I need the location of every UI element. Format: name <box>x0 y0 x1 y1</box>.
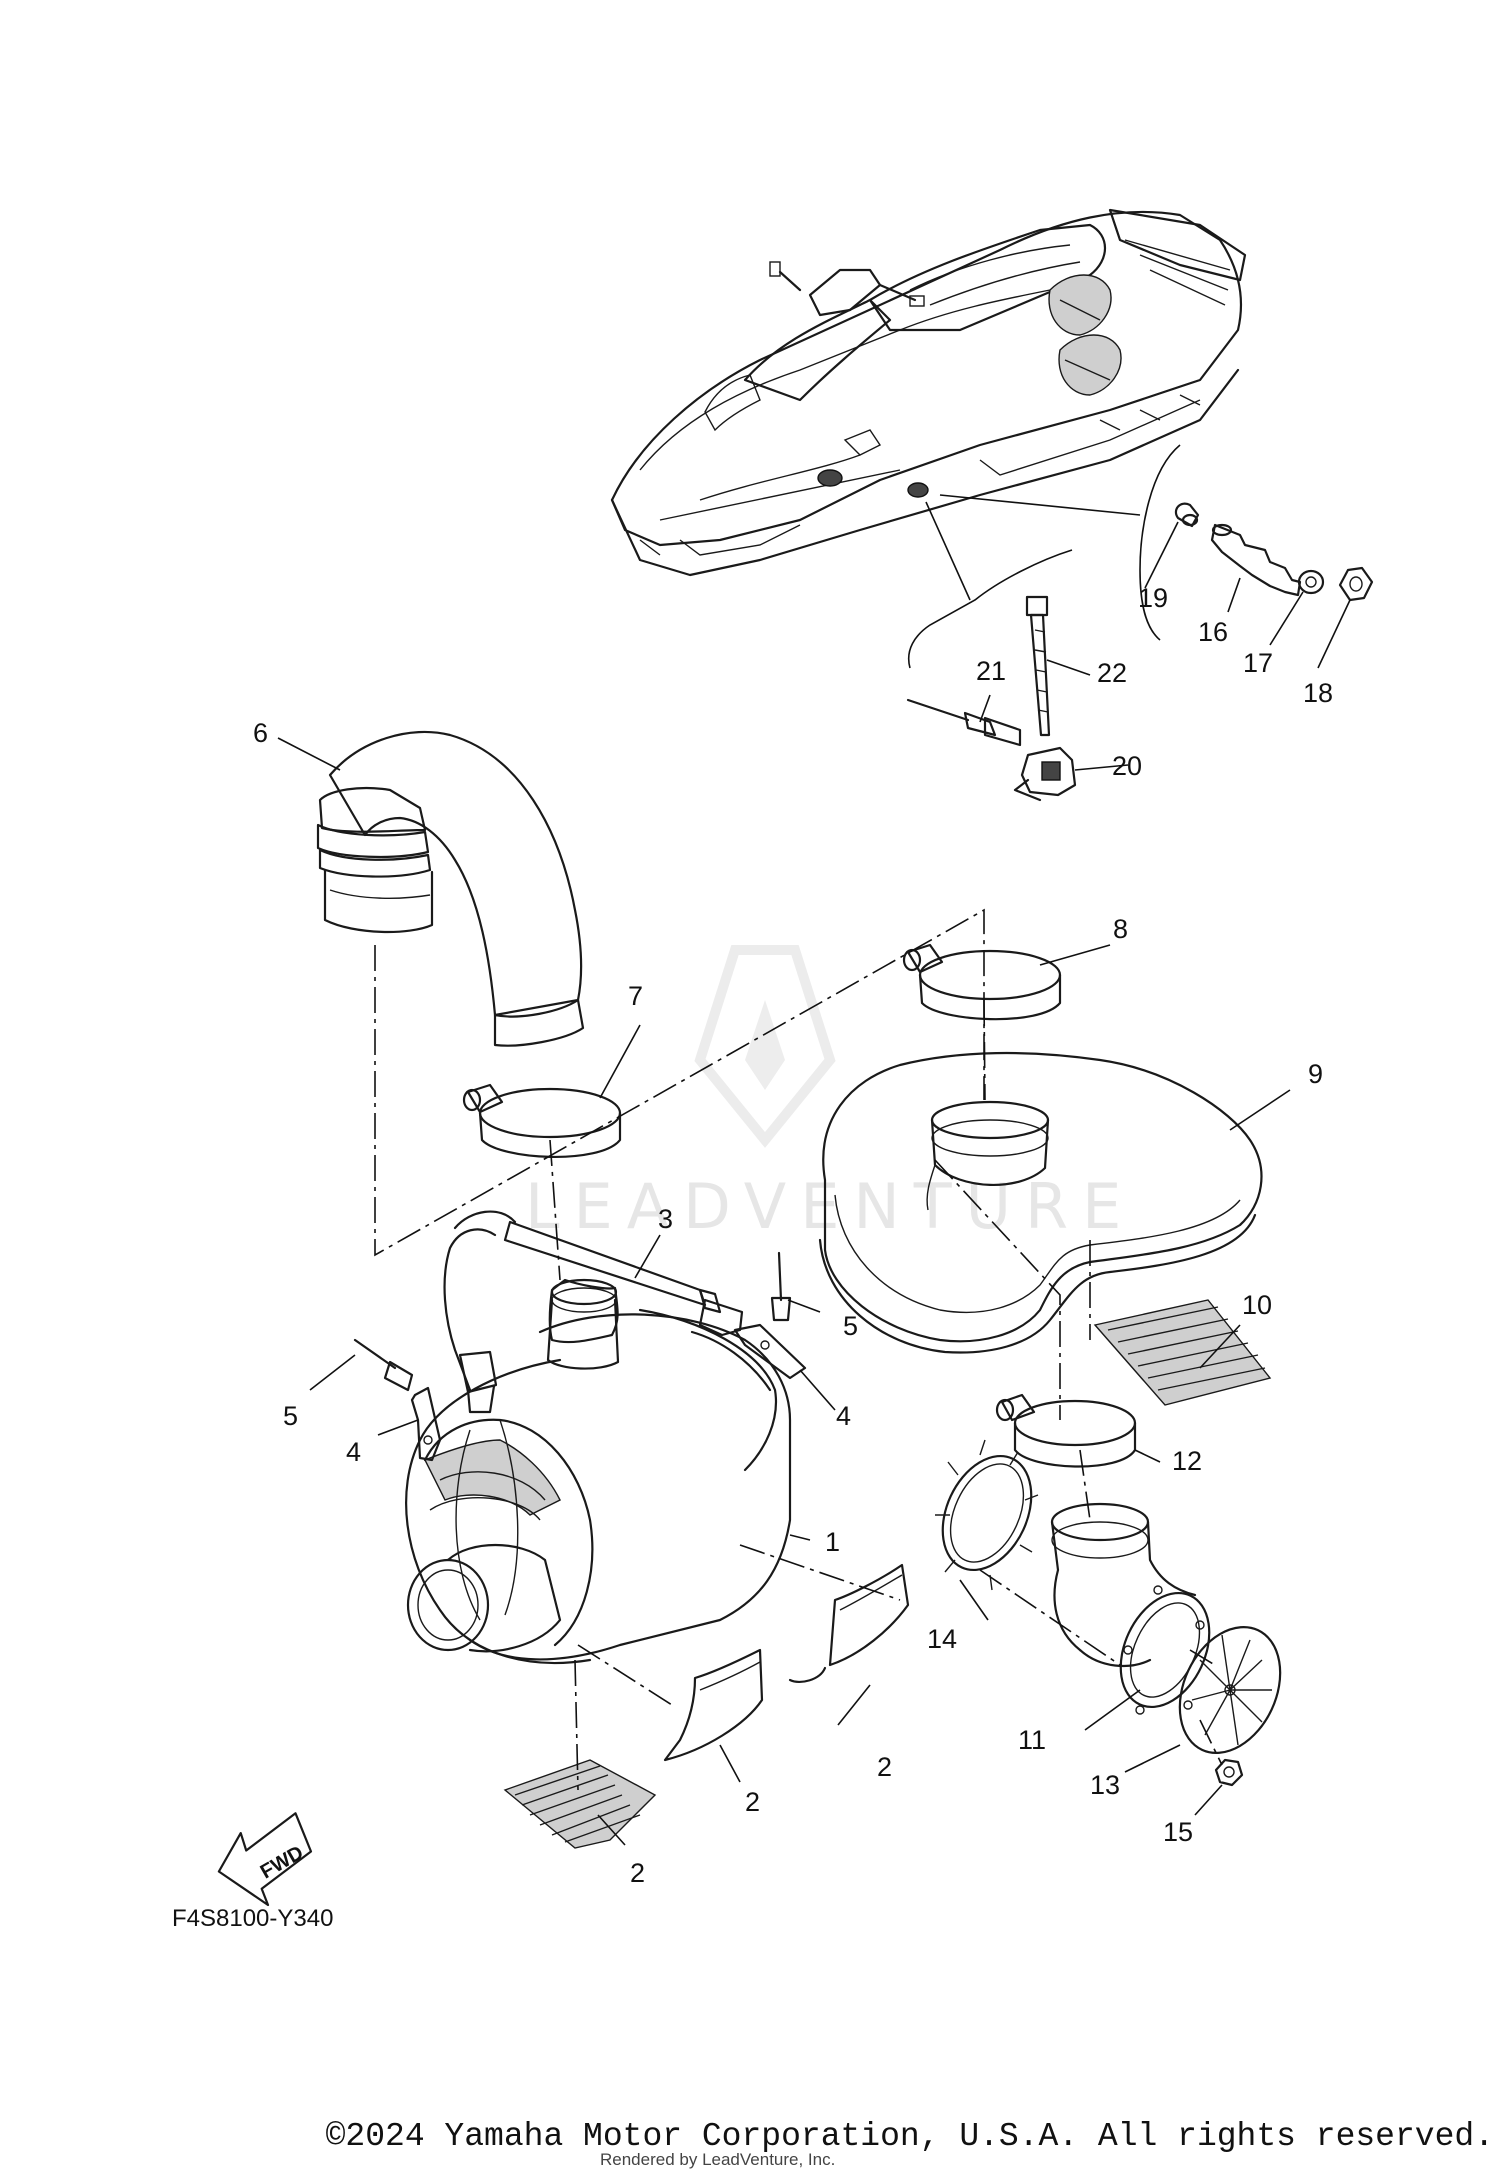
part-14-mounting-ring <box>935 1439 1039 1591</box>
part-4-bracket-left <box>410 1386 442 1462</box>
callout-21: 21 <box>976 656 1006 686</box>
callout-2: 2 <box>877 1752 892 1782</box>
callout-5: 5 <box>843 1311 858 1341</box>
callout-17: 17 <box>1243 648 1273 678</box>
part-18-nut <box>1338 566 1374 602</box>
callout-10: 10 <box>1242 1290 1272 1320</box>
part-6-intake-duct <box>316 730 585 1047</box>
part-21-rivet <box>906 698 1022 747</box>
part-13-screen-plate <box>1178 1626 1282 1754</box>
figure-code: F4S8100-Y340 <box>172 1905 333 1932</box>
part-1-main-canister <box>405 1278 792 1665</box>
callout-2: 2 <box>745 1787 760 1817</box>
part-8-hose-clamp <box>902 943 1062 1021</box>
callout-7: 7 <box>628 981 643 1011</box>
callout-labels: 1 2 2 2 3 4 4 5 5 6 7 8 9 10 11 12 13 14… <box>253 583 1333 1888</box>
part-20-holder <box>1013 746 1077 802</box>
part-3-strap <box>443 1210 744 1414</box>
part-5-rivet-left <box>353 1338 414 1392</box>
callout-16: 16 <box>1198 617 1228 647</box>
callout-15: 15 <box>1163 1817 1193 1847</box>
callout-6: 6 <box>253 718 268 748</box>
callout-19: 19 <box>1138 583 1168 613</box>
detail-pointers <box>908 444 1181 669</box>
callout-2: 2 <box>630 1858 645 1888</box>
callout-1: 1 <box>825 1527 840 1557</box>
leadventure-watermark: LEADVENTURE <box>525 945 1135 1243</box>
part-16-stud <box>1210 523 1302 597</box>
watermark-text: LEADVENTURE <box>525 1170 1135 1243</box>
part-9-air-box <box>818 1051 1263 1354</box>
part-2-pad-a <box>788 1563 910 1684</box>
rendered-by-credit: Rendered by LeadVenture, Inc. <box>600 2150 836 2169</box>
part-10-pad <box>1093 1299 1272 1406</box>
part-15-nut <box>1214 1758 1244 1787</box>
part-12-hose-clamp <box>995 1393 1137 1468</box>
callout-22: 22 <box>1097 658 1127 688</box>
part-7-hose-clamp <box>462 1083 622 1159</box>
callout-3: 3 <box>658 1204 673 1234</box>
leader-lines <box>277 521 1351 1846</box>
part-17-washer <box>1297 569 1325 595</box>
part-11-elbow-duct <box>1050 1502 1211 1715</box>
fwd-arrow-icon: FWD <box>217 1812 313 1907</box>
callout-8: 8 <box>1113 914 1128 944</box>
callout-14: 14 <box>927 1624 957 1654</box>
callout-20: 20 <box>1112 751 1142 781</box>
copyright-notice: ©2024 Yamaha Motor Corporation, U.S.A. A… <box>325 2118 1494 2155</box>
callout-4: 4 <box>836 1401 851 1431</box>
callout-4: 4 <box>346 1437 361 1467</box>
part-2-pad-b <box>663 1648 764 1762</box>
callout-18: 18 <box>1303 678 1333 708</box>
callout-13: 13 <box>1090 1770 1120 1800</box>
part-2-pad-c <box>503 1759 657 1849</box>
part-22-cable-tie <box>1025 595 1051 737</box>
callout-11: 11 <box>1018 1725 1046 1755</box>
assembly-lines <box>374 908 1223 1791</box>
part-19-clip <box>1174 502 1200 528</box>
part-4-bracket-right <box>733 1323 807 1380</box>
callout-12: 12 <box>1172 1446 1202 1476</box>
fwd-label: FWD <box>257 1842 307 1884</box>
part-5-rivet-right <box>770 1251 792 1322</box>
watercraft-overview <box>610 208 1247 577</box>
callout-9: 9 <box>1308 1059 1323 1089</box>
callout-5: 5 <box>283 1401 298 1431</box>
